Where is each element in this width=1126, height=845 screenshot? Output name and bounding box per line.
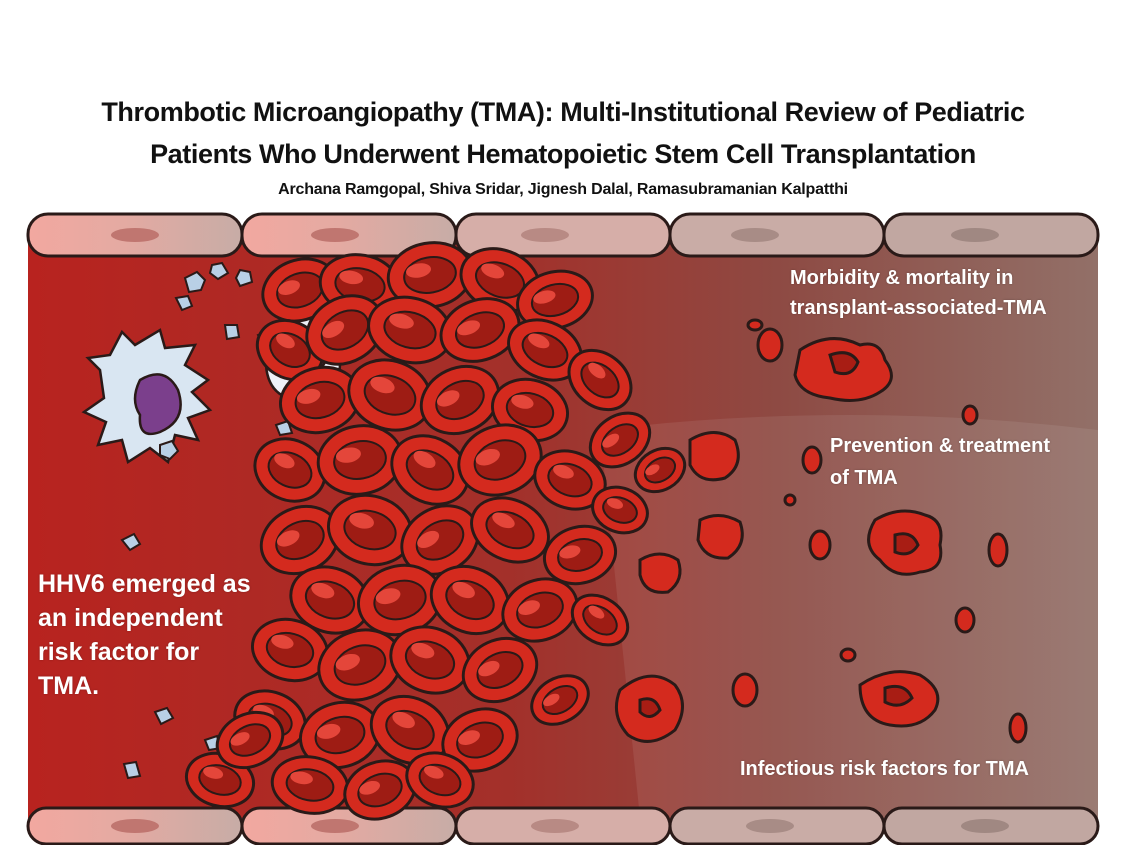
red-blood-cell — [389, 625, 471, 695]
red-blood-cell — [305, 294, 385, 366]
red-blood-cell — [278, 365, 362, 435]
red-blood-cell — [405, 751, 475, 809]
red-blood-cell — [369, 694, 451, 766]
red-blood-cell — [533, 449, 607, 511]
endothelium-bottom — [26, 806, 1100, 845]
endothelium-top — [26, 212, 1100, 258]
red-blood-cell — [633, 446, 687, 494]
red-blood-cell — [441, 707, 519, 773]
red-blood-cell — [501, 577, 579, 643]
red-blood-cell-clot — [184, 241, 687, 821]
red-blood-cell — [419, 364, 501, 436]
title-line-2: Patients Who Underwent Hematopoietic Ste… — [150, 139, 976, 169]
red-blood-cell — [591, 485, 649, 535]
red-blood-cell — [507, 318, 583, 382]
red-blood-cell — [250, 617, 330, 683]
red-blood-cell — [255, 318, 325, 382]
white-blood-cell — [81, 328, 213, 465]
red-blood-cell — [326, 493, 414, 567]
red-blood-cell — [215, 710, 285, 770]
red-blood-cell — [343, 759, 417, 821]
red-blood-cell — [253, 437, 327, 503]
red-blood-cell — [461, 636, 539, 704]
red-blood-cell — [317, 628, 403, 702]
red-blood-cell — [270, 755, 350, 815]
label-morbidity-mortality: Morbidity & mortality in transplant-asso… — [790, 267, 1047, 319]
red-blood-cell — [367, 295, 453, 365]
authors: Archana Ramgopal, Shiva Sridar, Jignesh … — [278, 181, 848, 198]
red-blood-cell — [400, 504, 480, 576]
schistocytes — [614, 318, 1028, 744]
red-blood-cell — [390, 434, 470, 506]
red-blood-cell — [588, 411, 652, 469]
red-blood-cell — [516, 269, 594, 331]
label-infectious-risk: Infectious risk factors for TMA — [740, 758, 1029, 780]
label-prevention-treatment: Prevention & treatment of TMA — [830, 435, 1051, 489]
label-hhv6-finding: HHV6 emerged as an independent risk fact… — [38, 570, 251, 700]
red-blood-cell — [530, 674, 590, 726]
red-blood-cell — [259, 504, 341, 576]
red-blood-cell — [439, 297, 521, 363]
red-blood-cell — [490, 377, 570, 443]
red-blood-cell — [570, 593, 630, 647]
red-blood-cell — [457, 423, 543, 497]
title-line-1: Thrombotic Microangiopathy (TMA): Multi-… — [101, 97, 1025, 127]
red-blood-cell — [567, 348, 633, 412]
red-blood-cell — [542, 524, 618, 586]
